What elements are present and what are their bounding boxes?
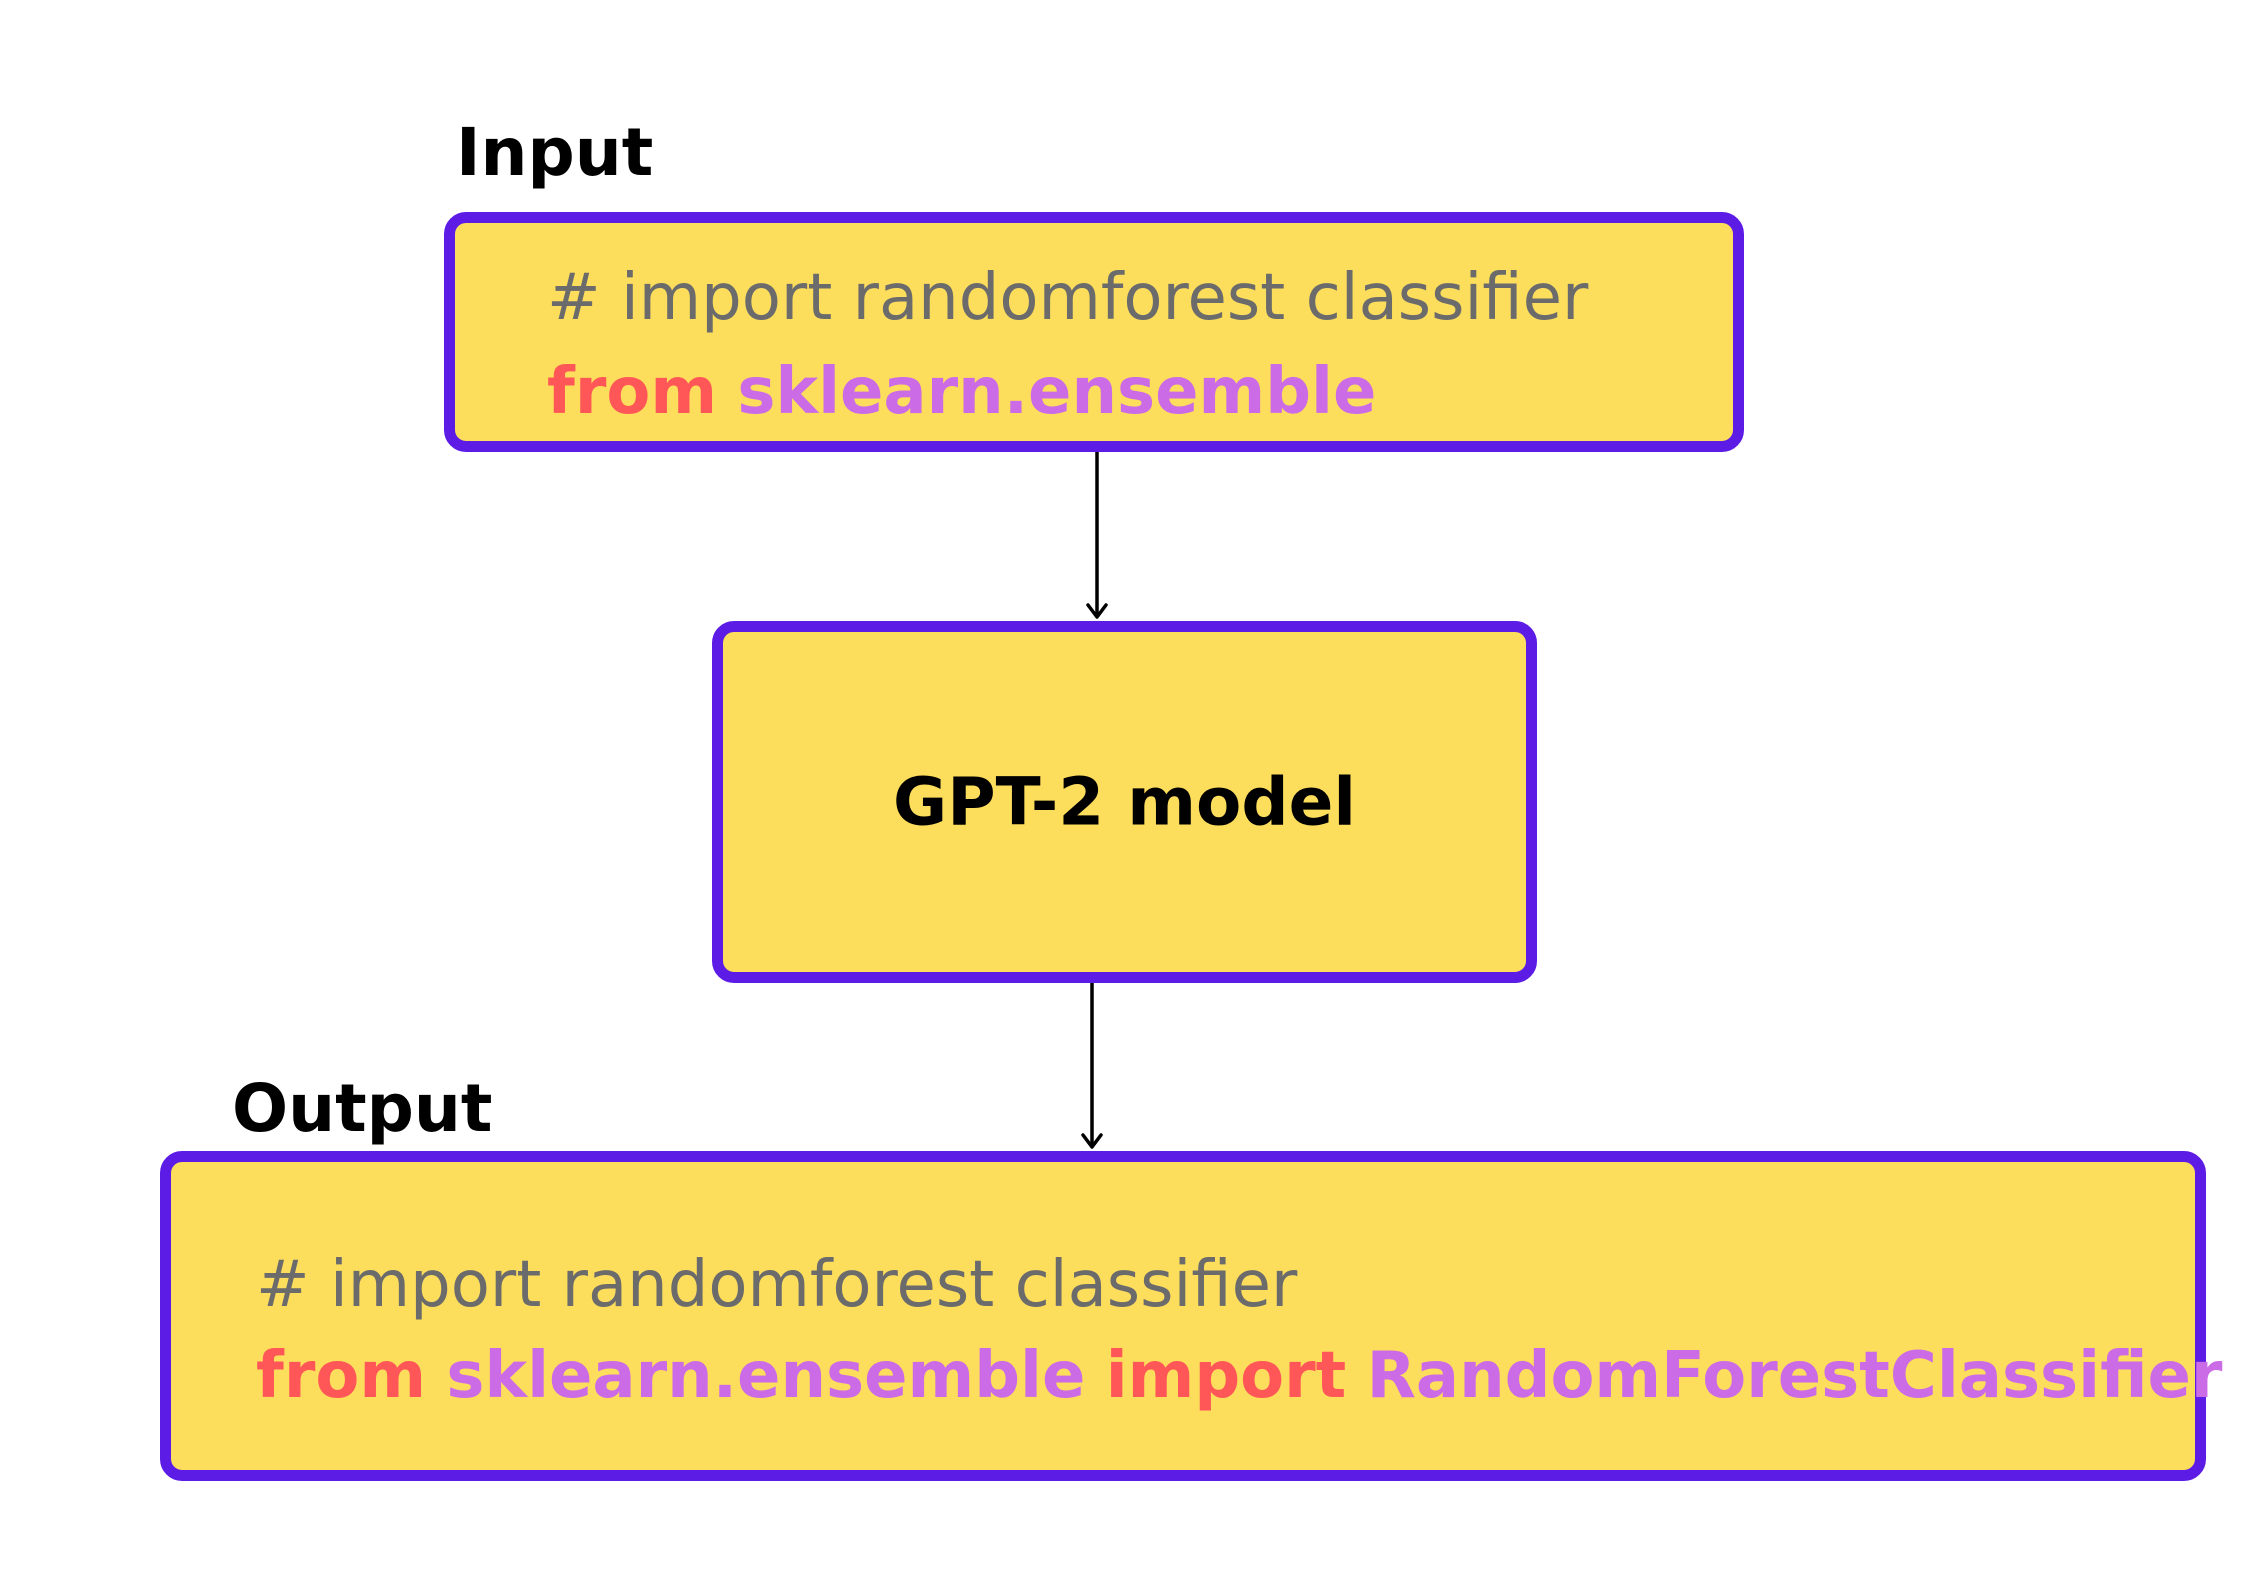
input-keyword-from: from bbox=[547, 355, 718, 429]
output-module-name: sklearn.ensemble bbox=[446, 1339, 1086, 1413]
model-box: GPT-2 model bbox=[712, 621, 1537, 983]
arrow-model-to-output bbox=[1081, 983, 1103, 1149]
arrow-input-to-model bbox=[1086, 452, 1108, 619]
input-label: Input bbox=[456, 114, 654, 191]
output-label: Output bbox=[232, 1070, 493, 1147]
input-module-name: sklearn.ensemble bbox=[737, 355, 1377, 429]
output-code-line: from sklearn.ensemble import RandomFores… bbox=[256, 1344, 2222, 1408]
input-comment: # import randomforest classifier bbox=[547, 261, 1589, 335]
output-class-name: RandomForestClassifier bbox=[1366, 1339, 2223, 1413]
model-label: GPT-2 model bbox=[893, 763, 1356, 841]
output-box: # import randomforest classifier from sk… bbox=[160, 1151, 2222, 1481]
input-box: # import randomforest classifier from sk… bbox=[444, 212, 1744, 452]
input-code-line: from sklearn.ensemble bbox=[547, 360, 1376, 424]
output-keyword-from: from bbox=[256, 1339, 427, 1413]
output-comment: # import randomforest classifier bbox=[256, 1248, 1298, 1322]
output-keyword-import: import bbox=[1105, 1339, 1347, 1413]
